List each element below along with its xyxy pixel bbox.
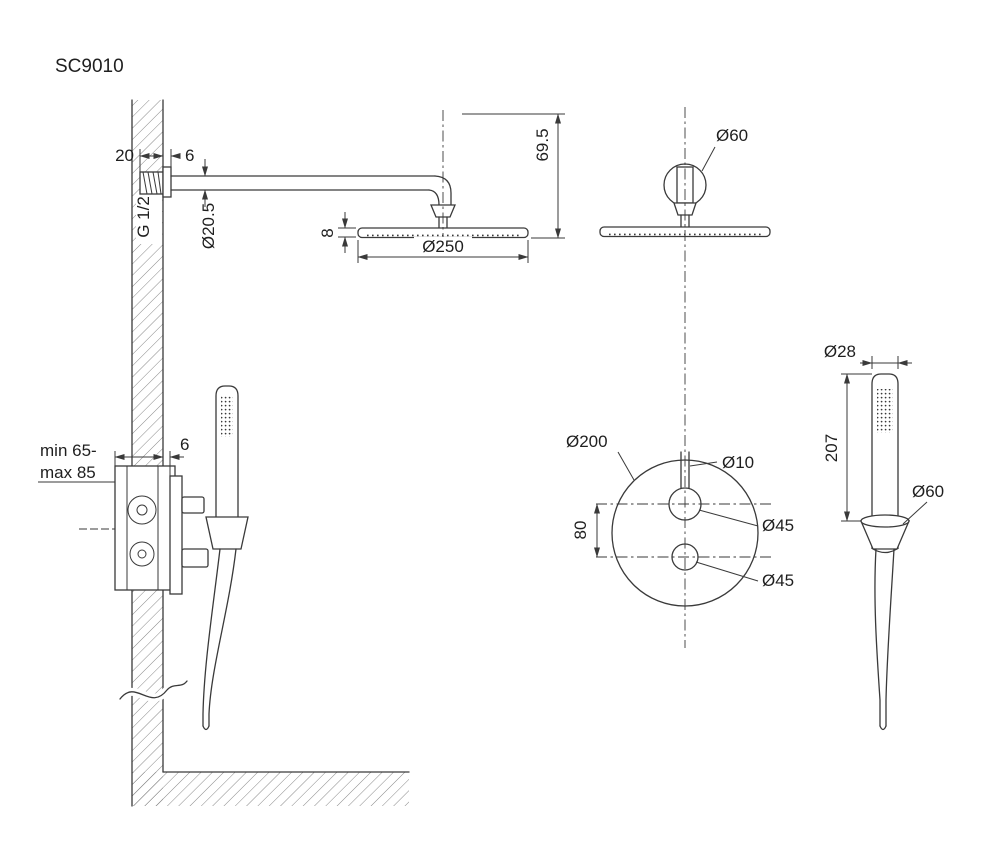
leader-holder-diameter: [902, 501, 928, 525]
dim-label-embed: 20: [115, 146, 134, 165]
dim-label-knob-top: Ø45: [762, 516, 794, 535]
knob-bottom-side: [181, 548, 209, 568]
hand-shower-spray-face-left: [221, 395, 233, 437]
knob-top-side: [181, 496, 205, 514]
wand-right-edge: [885, 548, 895, 727]
hand-shower-holder-rim: [860, 514, 910, 528]
hand-shower-spray-face: [877, 389, 893, 433]
hand-shower-side-view: [860, 373, 928, 731]
dim-label-head-thickness: 8: [318, 228, 337, 237]
hand-shower-wand-tip: [202, 725, 210, 731]
hand-shower-wand-right-edge: [208, 548, 237, 727]
leader-knob-top: [698, 509, 759, 527]
thread-size-label: G 1/2: [134, 196, 153, 238]
dim-label-plate-offset: 6: [180, 435, 189, 454]
dim-label-stem-diameter: Ø10: [722, 453, 754, 472]
install-depth-min-label: min 65-: [40, 441, 97, 460]
dim-label-holder-diameter: Ø60: [912, 482, 944, 501]
dim-label-flange: 6: [185, 146, 194, 165]
leader-knob-bottom: [695, 561, 759, 582]
wall-section: [116, 99, 410, 807]
wall-break-squiggle: [119, 680, 188, 700]
dim-label-head-drop: 69.5: [533, 128, 552, 161]
dim-label-handle-diameter: Ø28: [824, 342, 856, 361]
arm-wall-flange: [162, 166, 172, 198]
leader-elbow-diameter: [701, 146, 716, 172]
leader-plate-diameter: [617, 451, 635, 481]
trim-plate-side: [169, 475, 183, 595]
head-connector-nut: [430, 204, 456, 218]
dim-label-handle-length: 207: [822, 434, 841, 462]
labels: SC9010 20 6 G 1/2 Ø20.5 8 Ø250 69.5 Ø60 …: [40, 56, 944, 590]
dim-label-knob-bottom: Ø45: [762, 571, 794, 590]
model-number-label: SC9010: [55, 56, 124, 77]
arm-elbow-inner: [428, 189, 440, 206]
centerlines: [442, 107, 686, 648]
dim-label-plate-diameter: Ø200: [566, 432, 608, 451]
valve-port-bottom: [129, 541, 155, 567]
wand-left-edge: [874, 548, 881, 727]
wand-tip: [879, 725, 887, 731]
dimension-lines: [38, 113, 912, 522]
valve-port-top: [127, 495, 157, 525]
valve-side-view: [79, 385, 249, 731]
dim-label-head-diameter: Ø250: [422, 237, 464, 256]
install-depth-max-label: max 85: [40, 463, 96, 482]
dim-label-arm-diameter: Ø20.5: [199, 203, 218, 249]
arm-elbow-outer: [434, 175, 452, 206]
dim-label-knob-spacing: 80: [571, 521, 590, 540]
hand-shower-wand-left-edge: [202, 548, 221, 727]
hand-shower-holder-left: [205, 516, 249, 550]
leader-stem-diameter: [689, 461, 718, 467]
valve-front-view: [594, 451, 772, 607]
valve-rough-in-body: [114, 465, 176, 591]
dim-label-elbow-diameter: Ø60: [716, 126, 748, 145]
